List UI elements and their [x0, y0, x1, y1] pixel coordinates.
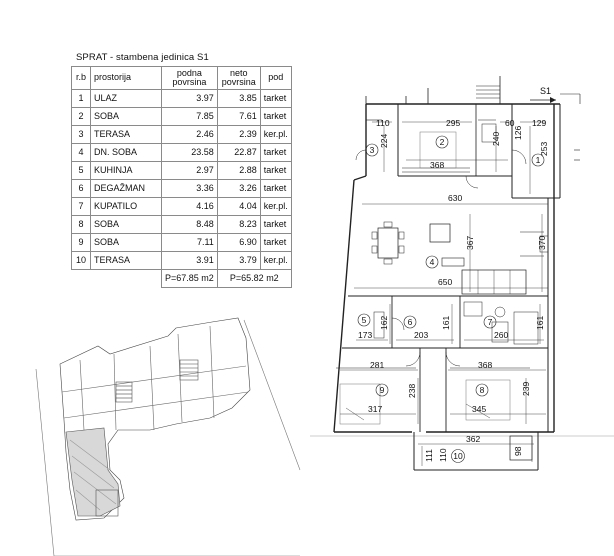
svg-text:3: 3: [370, 145, 375, 155]
dim-label: 239: [521, 382, 531, 396]
svg-text:7: 7: [488, 317, 493, 327]
dim-label: 126: [513, 126, 523, 140]
room-name: TERASA: [90, 251, 162, 270]
svg-text:1: 1: [536, 155, 541, 165]
svg-text:8: 8: [480, 385, 485, 395]
svg-text:6: 6: [408, 317, 413, 327]
dim-label: 161: [535, 316, 545, 330]
site-boundary: [243, 319, 301, 471]
dim-label: 317: [368, 404, 382, 414]
dim-label: 129: [532, 118, 546, 128]
dim-label: 111: [424, 449, 434, 462]
dim-label: 224: [379, 134, 389, 148]
room-marker: 1: [531, 153, 545, 167]
dim-label: 110: [376, 118, 390, 128]
armchair: [429, 223, 451, 243]
section-marker-s1: S1: [530, 86, 556, 103]
dim-label: 253: [539, 142, 549, 156]
floor-finish: tarket: [259, 143, 292, 162]
dimension-labels: 110 295 60 129 368 630 650 173 203 260 2…: [358, 118, 549, 462]
dim-label: 362: [466, 434, 480, 444]
room-marker: 3: [365, 143, 379, 157]
dim-label: 630: [448, 193, 462, 203]
room-marker: 8: [475, 383, 489, 397]
dim-label: 238: [407, 384, 417, 398]
dim-label: 203: [414, 330, 428, 340]
dim-label: 370: [537, 236, 547, 250]
dim-label: 345: [472, 404, 486, 414]
dimension-lines: [340, 121, 548, 466]
dim-label: 650: [438, 277, 452, 287]
svg-text:9: 9: [380, 385, 385, 395]
dim-label: 367: [465, 236, 475, 250]
schedule-title: SPRAT - stambena jedinica S1: [76, 52, 209, 63]
floor-finish: ker.pl.: [259, 251, 292, 270]
floor-plan-unit-s1: [310, 76, 614, 471]
svg-text:2: 2: [440, 137, 445, 147]
row-number: 10: [71, 251, 91, 270]
dim-label: 368: [478, 360, 492, 370]
dim-label: 162: [379, 316, 389, 330]
room-marker: 7: [483, 315, 497, 329]
dim-label: 173: [358, 330, 372, 340]
room-marker: 4: [425, 255, 439, 269]
dim-label: 260: [494, 330, 508, 340]
floor-finish: ker.pl.: [259, 125, 292, 144]
room-marker: 2: [435, 135, 449, 149]
room-marker: 10: [451, 449, 465, 463]
room-markers: 3 2 1 4 5 6 7 8 9 10: [357, 135, 545, 463]
site-key-plan: [35, 317, 301, 556]
dim-label: 60: [505, 118, 515, 128]
dim-label: 368: [430, 160, 444, 170]
room-marker: 5: [357, 313, 371, 327]
svg-text:5: 5: [362, 315, 367, 325]
svg-text:10: 10: [453, 451, 463, 461]
unit-label: S1: [540, 86, 551, 96]
header-floor: pod: [259, 66, 292, 90]
dim-label: 295: [446, 118, 460, 128]
room-marker: 9: [375, 383, 389, 397]
site-boundary: [35, 368, 55, 556]
dim-label: 161: [441, 316, 451, 330]
dim-label: 281: [370, 360, 384, 370]
dining-table: [377, 227, 399, 259]
building-outline: [59, 317, 251, 521]
dim-label: 98: [513, 446, 523, 456]
svg-text:4: 4: [430, 257, 435, 267]
dim-label: 110: [438, 448, 448, 462]
schedule-total-row: P=67.85 m2 P=65.82 m2: [72, 269, 292, 288]
total-net-area: P=65.82 m2: [216, 269, 292, 288]
room-marker: 6: [403, 315, 417, 329]
dim-label: 240: [491, 132, 501, 146]
